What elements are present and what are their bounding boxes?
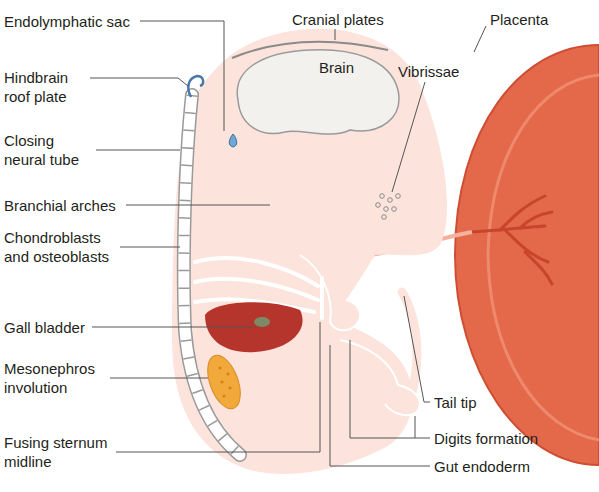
mesonephros	[201, 351, 246, 413]
dot	[226, 372, 229, 375]
placenta-vessels	[470, 196, 552, 284]
part-label: Cranial plates	[292, 10, 384, 29]
whisker-dot	[380, 194, 385, 199]
whisker-dot	[376, 203, 381, 208]
whisker-dot	[392, 207, 397, 212]
vessel	[525, 252, 552, 284]
dot	[228, 386, 231, 389]
whisker-dot	[388, 198, 393, 203]
rib	[195, 279, 318, 300]
part-label: Gall bladder	[4, 318, 85, 337]
part-label: Chondroblasts and osteoblasts	[4, 228, 120, 266]
leader-line	[350, 340, 430, 438]
leader-line	[330, 345, 430, 466]
whisker-dot	[384, 207, 389, 212]
cranial-plates	[232, 42, 388, 58]
leader-line	[120, 247, 180, 248]
leader-line	[92, 327, 253, 328]
hindlimb	[340, 340, 420, 415]
leader-line	[96, 150, 180, 151]
whisker-dot	[382, 215, 387, 220]
leader-line	[392, 82, 425, 192]
part-label: Brain	[319, 58, 354, 77]
mesonephros-dots	[218, 366, 231, 397]
part-label: Mesonephros involution	[4, 359, 108, 397]
hindbrain-roof-plate	[188, 76, 203, 97]
endolymphatic-sac	[229, 134, 237, 147]
leader-line	[404, 296, 430, 402]
part-label: Placenta	[490, 10, 548, 29]
part-label: Tail tip	[434, 393, 477, 412]
vessel	[505, 230, 548, 262]
whisker-dot	[396, 194, 401, 199]
leader-line	[116, 322, 320, 452]
leader-line	[415, 416, 416, 438]
part-label: Gut endoderm	[434, 457, 530, 476]
leader-line	[90, 78, 188, 86]
placenta-highlight	[488, 75, 599, 440]
brain-shape	[237, 50, 399, 134]
part-label: Endolymphatic sac	[4, 12, 130, 31]
part-label: Fusing sternum midline	[4, 433, 116, 471]
leader-line	[335, 29, 336, 40]
sternum	[320, 278, 324, 318]
leader-line	[140, 21, 224, 131]
part-label: Hindbrain roof plate	[4, 68, 90, 106]
gall-bladder	[254, 317, 270, 327]
vessel	[520, 212, 552, 228]
part-label: Vibrissae	[398, 62, 459, 81]
dot	[218, 366, 221, 369]
part-label: Closing neural tube	[4, 131, 96, 169]
dot	[222, 394, 225, 397]
leader-lines	[90, 21, 486, 466]
part-label: Digits formation	[434, 429, 538, 448]
embryo-body	[172, 29, 447, 474]
placenta-shape	[455, 45, 599, 465]
leader-line	[474, 26, 486, 52]
leader-line	[126, 205, 270, 206]
dot	[220, 380, 223, 383]
forelimb	[300, 255, 360, 330]
part-label: Branchial arches	[4, 196, 116, 215]
leader-line	[110, 378, 208, 379]
vibrissae	[376, 194, 401, 220]
